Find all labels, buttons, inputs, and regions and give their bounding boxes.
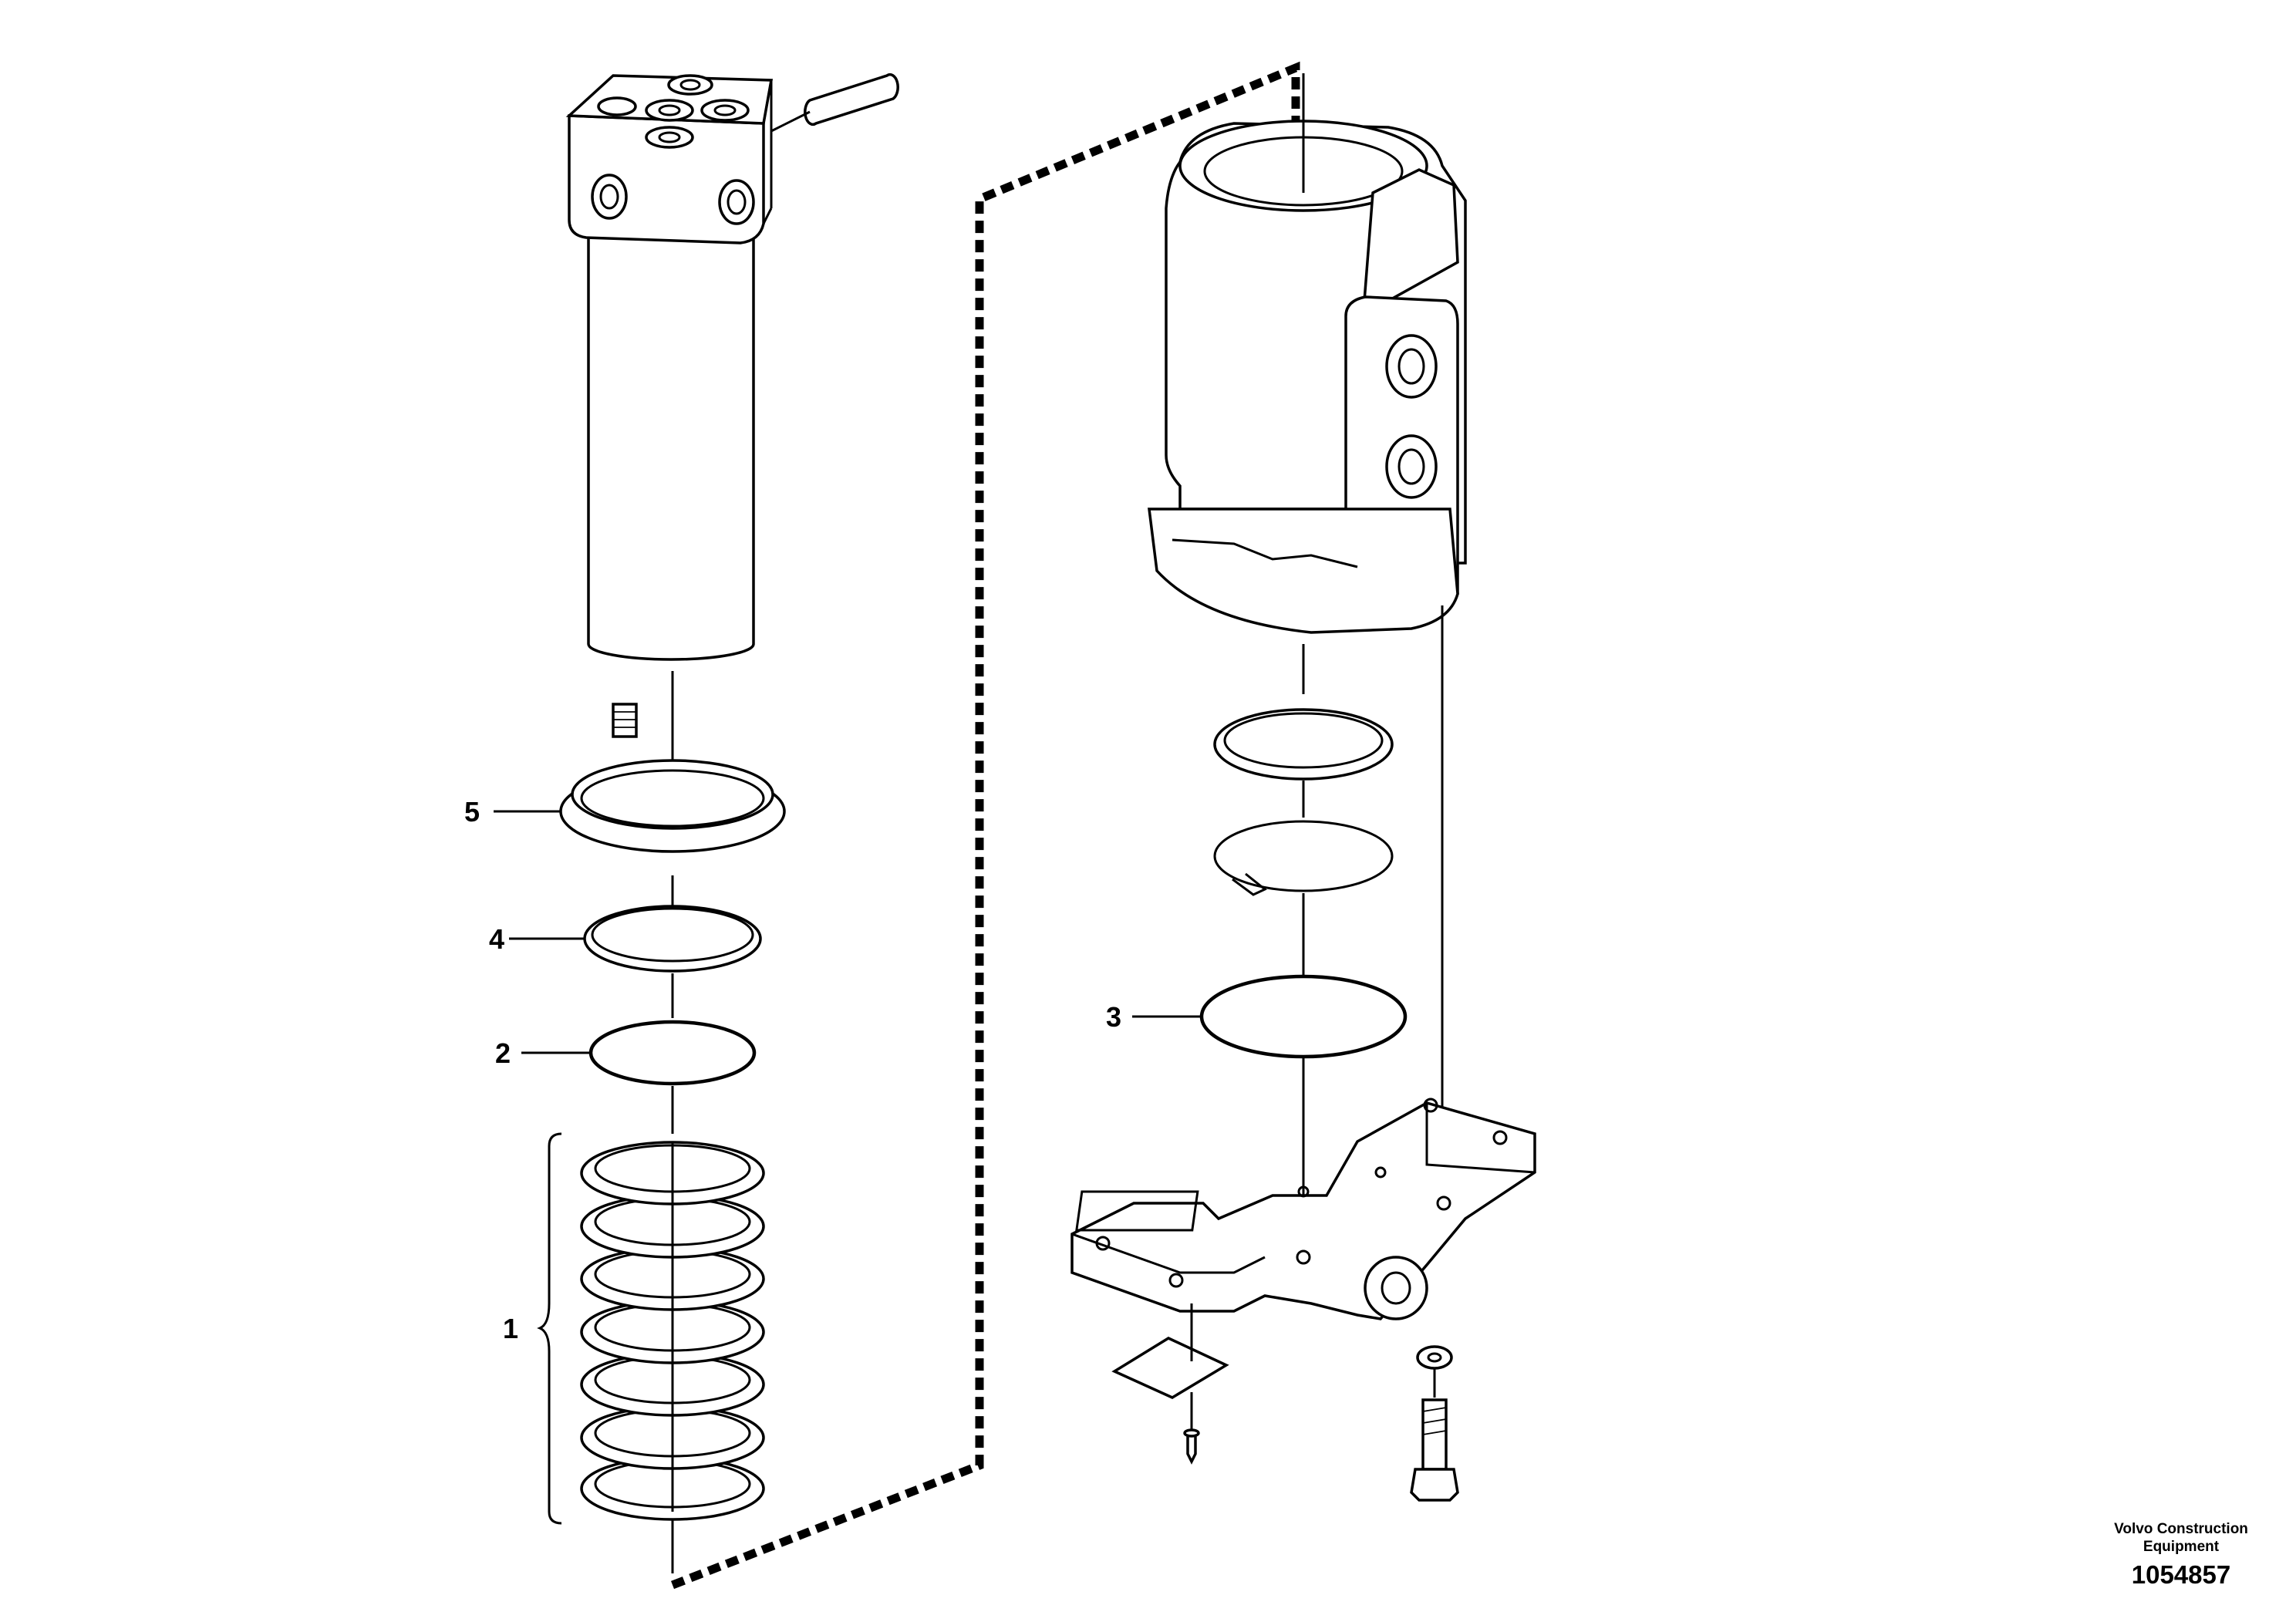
snap-ring	[1213, 820, 1394, 896]
callout-5: 5	[464, 796, 561, 828]
callout-1-label: 1	[503, 1313, 518, 1344]
callout-5-label: 5	[464, 796, 480, 828]
callout-3: 3	[1106, 1001, 1202, 1033]
mounting-bracket	[1070, 1098, 1536, 1320]
callout-3-label: 3	[1106, 1001, 1121, 1033]
bolt-and-washer	[1410, 1345, 1459, 1502]
callout-4: 4	[489, 923, 585, 955]
company-name-line2: Equipment	[2143, 1539, 2220, 1555]
callout-1: 1	[503, 1313, 518, 1344]
callout-2: 2	[495, 1037, 591, 1069]
manufacturer-credit: Volvo Construction Equipment 1054857	[2114, 1521, 2248, 1589]
rotary-shaft	[565, 73, 899, 821]
dust-seal	[559, 759, 786, 853]
callout-2-label: 2	[495, 1037, 511, 1069]
name-plate	[1111, 1303, 1229, 1465]
housing-backup-ring	[1213, 708, 1394, 781]
o-ring-small	[588, 1020, 757, 1086]
swivel-housing	[1148, 73, 1467, 1203]
drawing-number: 1054857	[2132, 1560, 2230, 1589]
callout-bracket-1	[537, 1132, 562, 1525]
callout-4-label: 4	[489, 923, 504, 955]
seal-ring-stack	[580, 1141, 765, 1521]
backup-ring	[583, 905, 762, 973]
o-ring-large	[1199, 974, 1408, 1059]
assembly-connection-line	[671, 61, 1300, 1590]
company-name-line1: Volvo Construction	[2114, 1521, 2248, 1537]
